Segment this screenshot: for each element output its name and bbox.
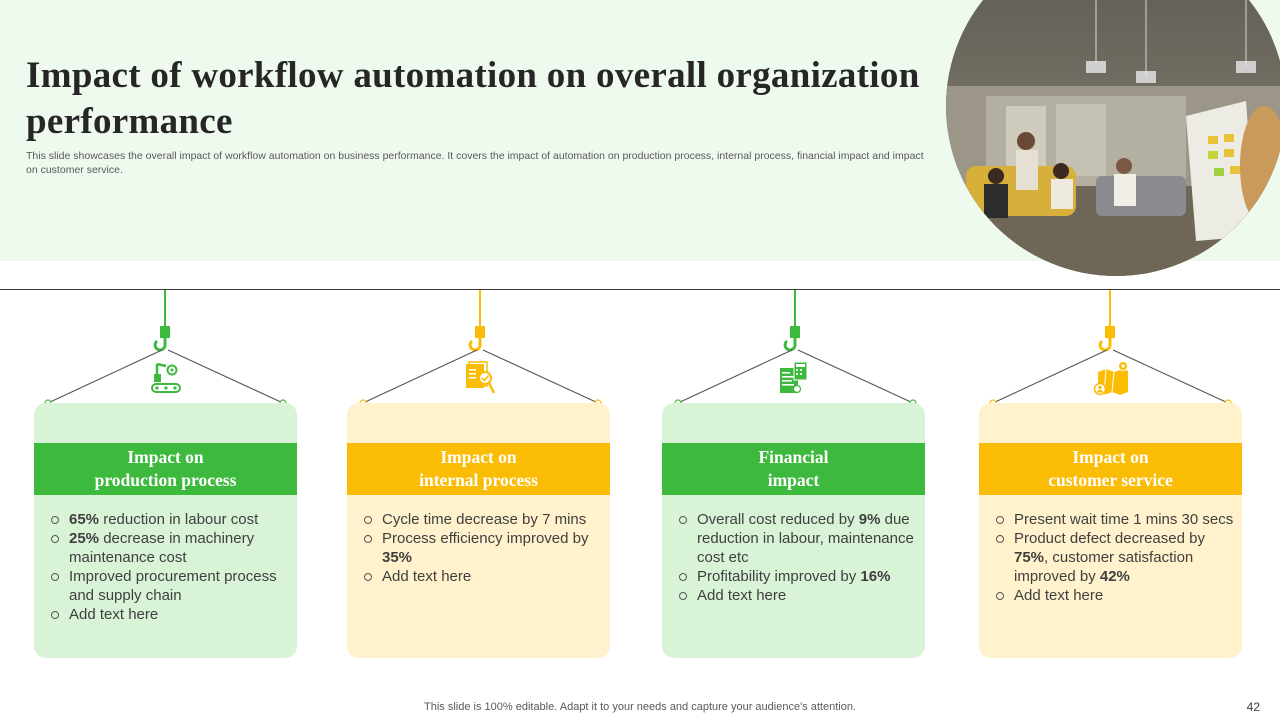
slide-subtitle: This slide showcases the overall impact … — [26, 150, 924, 176]
robot-arm-conveyor-icon — [151, 362, 181, 393]
card-heading: Impact on customer service — [979, 443, 1242, 495]
list-item: Add text here — [995, 586, 1235, 605]
footer-note: This slide is 100% editable. Adapt it to… — [424, 701, 856, 713]
hangers-layer — [44, 290, 1232, 407]
list-item: Add text here — [50, 605, 290, 624]
card-production-process: Impact on production process 65% reducti… — [34, 403, 297, 658]
list-item: Add text here — [363, 567, 603, 586]
customer-map-icon — [1093, 361, 1128, 396]
card-heading: Impact on internal process — [347, 443, 610, 495]
financial-calculator-icon — [780, 361, 808, 394]
card-heading: Financial impact — [662, 443, 925, 495]
list-item: Overall cost reduced by 9% due reduction… — [678, 510, 918, 567]
list-item: Process efficiency improved by 35% — [363, 529, 603, 567]
list-item: Profitability improved by 16% — [678, 567, 918, 586]
list-item: 25% decrease in machinery maintenance co… — [50, 529, 290, 567]
report-review-icon — [466, 361, 496, 394]
hanger-3 — [674, 290, 917, 407]
list-item: Product defect decreased by 75%, custome… — [995, 529, 1235, 586]
list-item: Present wait time 1 mins 30 secs — [995, 510, 1235, 529]
list-item: 65% reduction in labour cost — [50, 510, 290, 529]
hanger-2 — [359, 290, 602, 407]
card-heading: Impact on production process — [34, 443, 297, 495]
card-bullet-list: Overall cost reduced by 9% due reduction… — [678, 510, 918, 605]
list-item: Cycle time decrease by 7 mins — [363, 510, 603, 529]
list-item: Improved procurement process and supply … — [50, 567, 290, 605]
card-internal-process: Impact on internal process Cycle time de… — [347, 403, 610, 658]
card-financial-impact: Financial impact Overall cost reduced by… — [662, 403, 925, 658]
list-item: Add text here — [678, 586, 918, 605]
hanging-rail — [0, 289, 1280, 290]
card-customer-service: Impact on customer service Present wait … — [979, 403, 1242, 658]
office-team-photo — [946, 0, 1280, 276]
page-number: 42 — [1246, 700, 1260, 714]
slide-title: Impact of workflow automation on overall… — [26, 55, 920, 142]
hanger-4 — [989, 290, 1232, 407]
